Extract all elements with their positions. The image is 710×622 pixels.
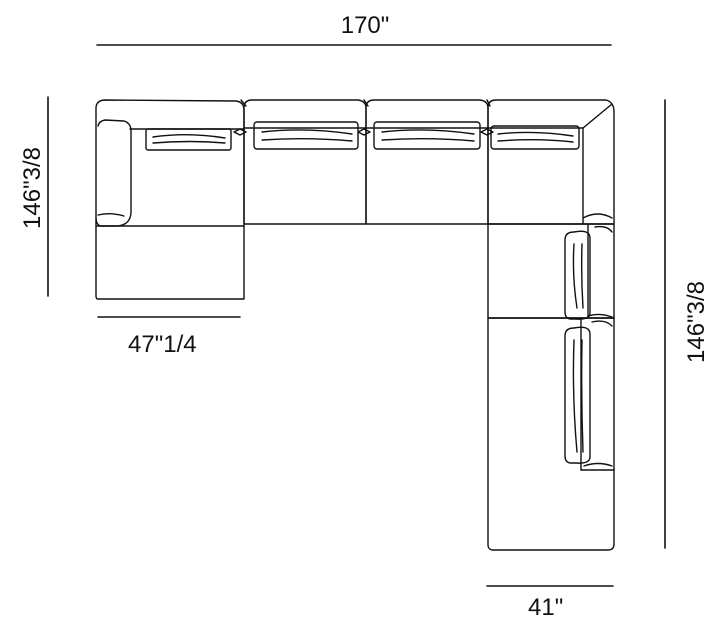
chaise-width-label: 41"	[528, 594, 564, 621]
middle-module-2	[365, 99, 489, 225]
lower-chaise-module	[487, 317, 615, 551]
upper-side-module	[487, 223, 615, 320]
module-connectors	[233, 99, 494, 136]
corner-module	[487, 99, 615, 225]
middle-module-1	[243, 99, 367, 225]
left-depth-label: 146"3/8	[19, 147, 46, 229]
left-end-module	[95, 99, 245, 300]
right-depth-label: 146"3/8	[683, 281, 710, 363]
corner-seat-width-label: 47"1/4	[128, 331, 197, 358]
overall-width-label: 170"	[340, 12, 390, 39]
